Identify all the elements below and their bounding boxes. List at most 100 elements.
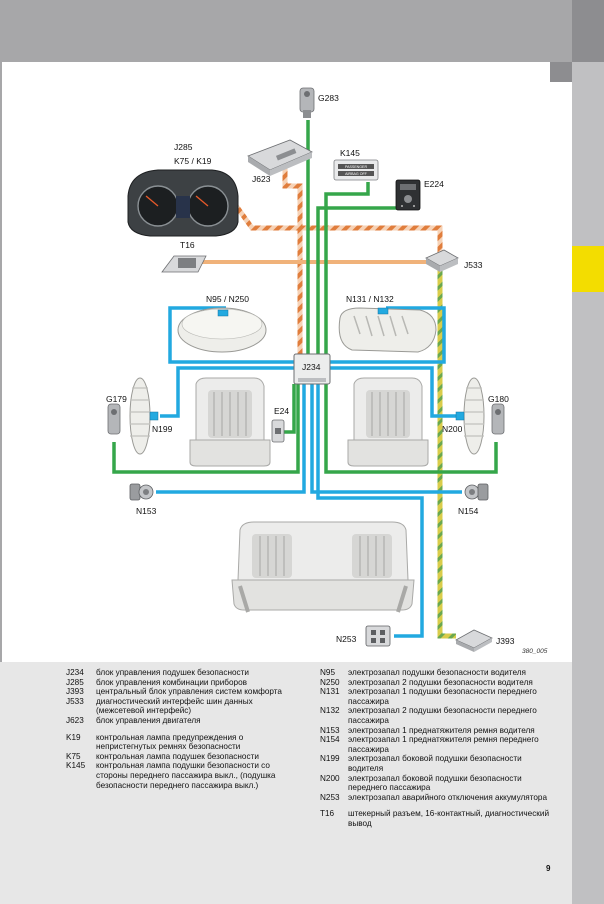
side-strip-top: [572, 0, 604, 62]
legend-code: J285: [66, 677, 84, 687]
frame-line: [0, 62, 2, 662]
legend-description: блок управления двигателя: [96, 715, 201, 725]
legend-code: T16: [320, 809, 335, 819]
legend-code: J393: [66, 687, 84, 697]
legend-code: K19: [66, 732, 81, 742]
legend-code: N132: [320, 706, 340, 716]
igniter-wire-n199: [160, 366, 296, 418]
legend-left-column: J234 блок управления подушек безопасности…: [66, 668, 282, 790]
lamp-panel-k145[interactable]: [333, 159, 379, 181]
sensor-g179[interactable]: [107, 403, 121, 435]
label-n154: N154: [458, 506, 479, 516]
driver-seat: [189, 377, 271, 467]
crash-wire: [437, 268, 456, 639]
legend-item: N250 электрозапал 2 подушки безопасности …: [320, 678, 552, 688]
legend-item: N199 электрозапал боковой подушки безопас…: [320, 754, 552, 773]
legend-item: T16 штекерный разъем, 16-контактный, диаг…: [320, 809, 552, 828]
legend-code: N200: [320, 773, 340, 783]
label-k145: K145: [340, 148, 360, 158]
side-strip: [572, 0, 604, 904]
header-band: [0, 0, 572, 62]
legend-code: N250: [320, 677, 340, 687]
legend-description: электрозапал 2 подушки безопасности пере…: [348, 706, 537, 725]
side-airbag-right[interactable]: [455, 377, 485, 455]
power-wire-e24: [282, 384, 296, 434]
legend-code: K75: [66, 751, 81, 761]
legend-description: контрольная лампа подушек безопасности: [96, 751, 259, 761]
can-wire-j285: [229, 198, 443, 258]
legend-code: N131: [320, 687, 340, 697]
power-wire-k145: [324, 182, 370, 356]
label-j393: J393: [496, 636, 515, 646]
gateway-j533[interactable]: [425, 249, 459, 272]
passenger-seat: [347, 377, 429, 467]
power-wire-g180: [324, 384, 498, 474]
sensor-g180[interactable]: [491, 403, 505, 435]
diagnostic-plug-t16[interactable]: [161, 255, 207, 273]
can-wire-j623: [282, 166, 303, 356]
label-j234: J234: [302, 362, 321, 372]
legend-description: штекерный разъем, 16-контактный, диагнос…: [348, 809, 550, 828]
legend-gap: [320, 802, 552, 809]
legend-item: N95 электрозапал подушки безопасности вод…: [320, 668, 552, 678]
legend-code: K145: [66, 761, 86, 771]
switch-e224[interactable]: [395, 179, 421, 211]
legend-code: N153: [320, 725, 340, 735]
passenger-airbag[interactable]: [338, 307, 437, 353]
igniter-wire-n95: [168, 306, 296, 364]
module-j623[interactable]: [247, 139, 313, 176]
label-n200: N200: [442, 424, 463, 434]
legend-gap: [66, 726, 282, 733]
legend-item: N132 электрозапал 2 подушки безопасности …: [320, 706, 552, 725]
side-airbag-left[interactable]: [129, 377, 159, 455]
comfort-module-j393[interactable]: [455, 629, 493, 652]
belt-tensioner-n153[interactable]: [129, 483, 154, 501]
k145-panel-text-2: AIRBAG OFF: [345, 172, 368, 176]
legend-description: электрозапал 1 преднатяжителя ремня пере…: [348, 735, 539, 754]
legend-item: J285 блок управления комбинации приборов: [66, 678, 282, 688]
power-wire-e224: [316, 206, 404, 356]
power-wire-g179: [112, 384, 300, 474]
rear-bench-seat: [231, 521, 415, 613]
label-e24: E24: [274, 406, 289, 416]
battery-cutoff-n253[interactable]: [365, 625, 391, 647]
instrument-cluster-j285[interactable]: [127, 169, 239, 237]
k145-panel-text-1: PASSENGER: [345, 165, 368, 169]
label-g179: G179: [106, 394, 127, 404]
airbag-wiring-diagram: G283 J623 PASSENGER AIRBAG OFF K145 E224…: [106, 87, 515, 652]
page-marker: [550, 62, 572, 82]
label-e224: E224: [424, 179, 444, 189]
legend-item: N200 электрозапал боковой подушки безопас…: [320, 774, 552, 793]
belt-tensioner-n154[interactable]: [464, 483, 489, 501]
airbag-control-unit-j234[interactable]: [293, 353, 331, 385]
legend-description: электрозапал 2 подушки безопасности води…: [348, 677, 533, 687]
legend-description: электрозапал 1 подушки безопасности пере…: [348, 687, 537, 706]
driver-airbag[interactable]: [177, 307, 267, 353]
legend-description: электрозапал аварийного отключения аккум…: [348, 792, 548, 802]
label-n95-n250: N95 / N250: [206, 294, 249, 304]
legend-code: N95: [320, 668, 336, 677]
legend-description: блок управления подушек безопасности: [96, 668, 249, 677]
page-number: 9: [546, 864, 551, 873]
label-n131-n132: N131 / N132: [346, 294, 394, 304]
legend-item: N131 электрозапал 1 подушки безопасности …: [320, 687, 552, 706]
sensor-g283[interactable]: [299, 87, 315, 118]
figure-reference: 380_005: [522, 648, 548, 655]
legend-description: электрозапал боковой подушки безопасност…: [348, 773, 522, 793]
legend-description: контрольная лампа подушки безопасности с…: [96, 761, 276, 790]
legend-item: K145 контрольная лампа подушки безопаснос…: [66, 761, 282, 790]
legend-description: блок управления комбинации приборов: [96, 677, 248, 687]
buckle-switch-e24[interactable]: [271, 419, 285, 443]
legend-code: J234: [66, 668, 84, 677]
igniter-wire-n253: [316, 384, 424, 638]
legend-description: электрозапал боковой подушки безопасност…: [348, 754, 522, 773]
legend-description: электрозапал подушки безопасности водите…: [348, 668, 526, 677]
legend-code: N199: [320, 754, 340, 764]
legend-description: контрольная лампа предупреждения о непри…: [96, 732, 244, 752]
chapter-tab[interactable]: [572, 246, 604, 292]
legend-item: J234 блок управления подушек безопасности: [66, 668, 282, 678]
